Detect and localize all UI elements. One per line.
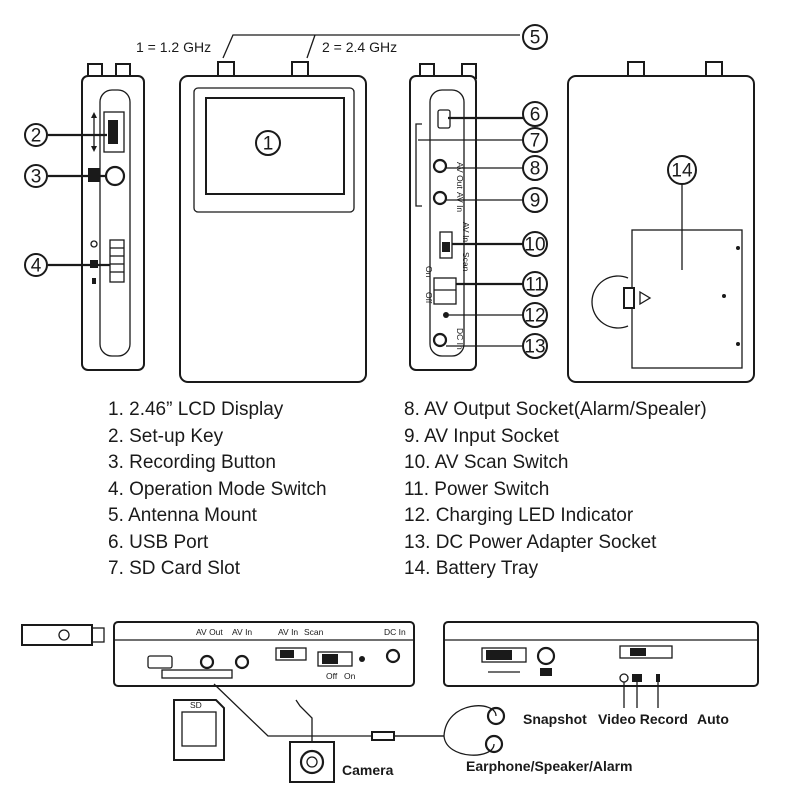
device-top-bottom-left xyxy=(113,621,415,687)
callout-9: 9 xyxy=(446,187,548,213)
callout-3: 3 xyxy=(24,164,105,188)
side-label-on: On xyxy=(424,266,434,278)
svg-text:2: 2 xyxy=(31,126,42,147)
device-side-right xyxy=(409,63,477,371)
bottom-label-av-in-switch: AV In xyxy=(278,627,298,637)
callout-11: 11 xyxy=(456,271,548,297)
camera xyxy=(213,683,444,783)
legend-item: 4. Operation Mode Switch xyxy=(108,478,327,500)
callout-8: 8 xyxy=(446,155,548,181)
svg-text:1: 1 xyxy=(263,134,274,155)
callout-12: 12 xyxy=(449,302,548,328)
antenna-label-1: 1 = 1.2 GHz xyxy=(136,39,211,55)
svg-text:5: 5 xyxy=(530,28,541,49)
legend-item: 6. USB Port xyxy=(108,531,209,553)
legend-item: 9. AV Input Socket xyxy=(404,425,559,447)
side-label-dc-in: DC In xyxy=(455,328,465,350)
svg-text:9: 9 xyxy=(530,191,541,212)
bottom-label-off: Off xyxy=(326,671,338,681)
callout-7: 7 xyxy=(418,127,548,153)
sd-card: SD xyxy=(173,699,225,761)
bottom-label-scan: Scan xyxy=(304,627,324,637)
legend-item: 7. SD Card Slot xyxy=(108,558,240,579)
legend-item: 8. AV Output Socket(Alarm/Spealer) xyxy=(404,399,707,420)
side-label-av-in-switch: AV In xyxy=(461,222,471,242)
side-label-av-in: AV In xyxy=(455,192,465,212)
legend-right: 8. AV Output Socket(Alarm/Spealer) 9. AV… xyxy=(404,397,707,583)
earphone-label: Earphone/Speaker/Alarm xyxy=(466,758,633,774)
callout-1: 1 xyxy=(255,130,281,156)
callout-10: 10 xyxy=(452,231,548,257)
device-back xyxy=(567,61,755,383)
mode-pointer-lines xyxy=(623,682,659,708)
bottom-label-dc-in: DC In xyxy=(384,627,406,637)
bottom-label-on: On xyxy=(344,671,356,681)
lcd-frame xyxy=(193,87,355,213)
legend-item: 11. Power Switch xyxy=(404,478,550,500)
svg-text:11: 11 xyxy=(525,275,545,296)
svg-text:13: 13 xyxy=(524,337,545,358)
callout-5: 5 xyxy=(522,24,548,50)
svg-text:6: 6 xyxy=(530,105,541,126)
svg-text:10: 10 xyxy=(524,235,545,256)
legend-item: 1. 2.46” LCD Display xyxy=(108,399,284,420)
svg-text:SD: SD xyxy=(190,700,202,710)
legend-item: 14. Battery Tray xyxy=(404,558,539,579)
callout-13: 13 xyxy=(446,333,548,359)
usb-stick xyxy=(21,624,105,646)
bottom-label-av-in: AV In xyxy=(232,627,252,637)
device-side-bottom-right xyxy=(443,621,759,687)
legend-left: 1. 2.46” LCD Display 2. Set-up Key 3. Re… xyxy=(108,397,327,583)
callout-6: 6 xyxy=(448,101,548,127)
svg-text:12: 12 xyxy=(524,306,545,327)
earphone xyxy=(371,705,506,756)
svg-text:4: 4 xyxy=(31,256,42,277)
side-label-av-out: AV Out xyxy=(455,162,465,189)
bottom-label-av-out: AV Out xyxy=(196,627,223,637)
svg-text:7: 7 xyxy=(530,131,541,152)
legend-item: 5. Antenna Mount xyxy=(108,505,257,526)
side-label-scan: Scan xyxy=(461,252,471,272)
camera-label: Camera xyxy=(342,762,394,778)
legend-item: 13. DC Power Adapter Socket xyxy=(404,531,657,553)
callout-4: 4 xyxy=(24,253,110,277)
svg-text:8: 8 xyxy=(530,159,541,180)
device-side-left xyxy=(81,63,145,371)
snapshot-label: Snapshot xyxy=(523,711,587,727)
legend-item: 12. Charging LED Indicator xyxy=(404,505,634,526)
side-label-off: Off xyxy=(424,292,434,304)
legend-item: 2. Set-up Key xyxy=(108,425,224,447)
callout-14: 14 xyxy=(667,155,697,270)
auto-label: Auto xyxy=(697,711,729,727)
antenna-label-2: 2 = 2.4 GHz xyxy=(322,39,397,55)
svg-text:3: 3 xyxy=(31,167,42,188)
antenna-leader xyxy=(222,34,520,59)
svg-text:14: 14 xyxy=(671,161,693,182)
legend-item: 10. AV Scan Switch xyxy=(404,452,569,473)
callout-2: 2 xyxy=(24,123,107,147)
legend-item: 3. Recording Button xyxy=(108,452,276,473)
device-front xyxy=(179,61,367,383)
video-record-label: Video Record xyxy=(598,711,688,727)
